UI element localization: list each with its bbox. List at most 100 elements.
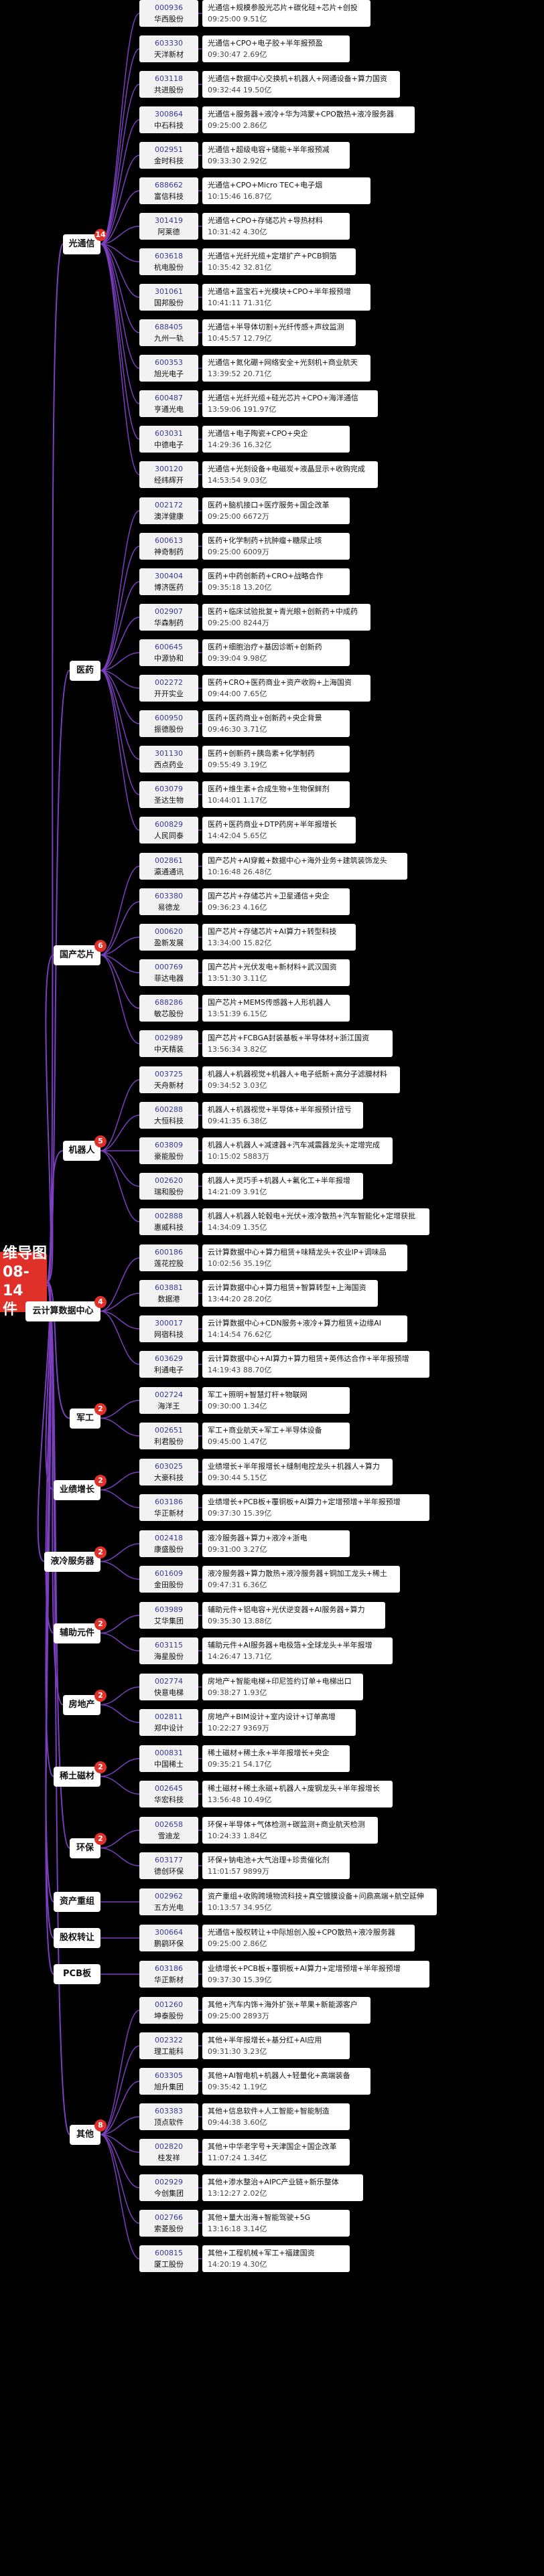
category-node[interactable]: 资产重组 — [54, 1892, 100, 1912]
category-node[interactable]: 医药 — [70, 660, 100, 681]
category-node[interactable]: 股权转让 — [54, 1928, 100, 1948]
